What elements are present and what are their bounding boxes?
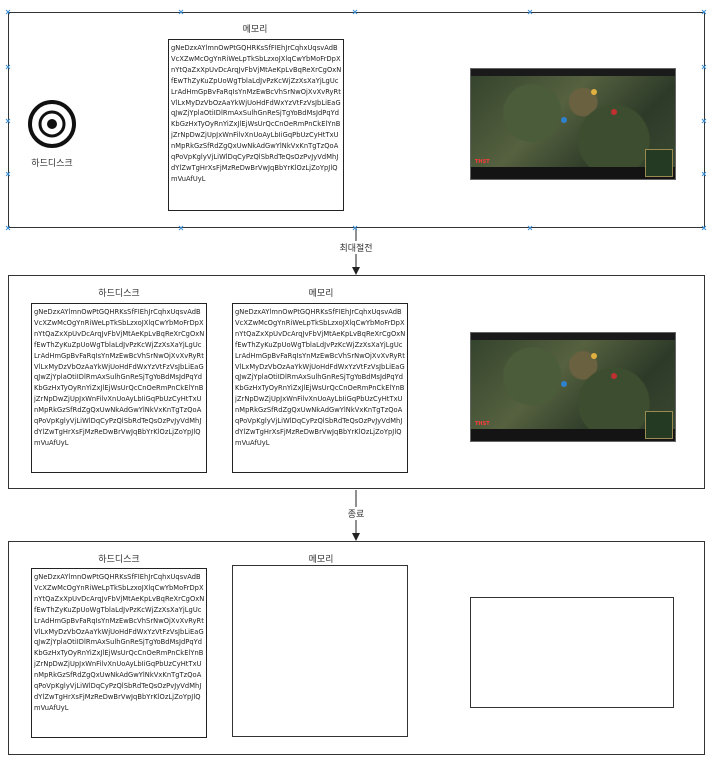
memory-box-bot-empty: [232, 565, 408, 737]
memory-box-top: gNeDzxAYlmnOwPtGQHRKsSfFIEhJrCqhxUqsvAdB…: [168, 39, 344, 211]
memory-label-mid: 메모리: [308, 289, 334, 299]
hdd-label-top: 하드디스크: [31, 159, 73, 169]
memory-label-top: 메모리: [242, 25, 268, 35]
memory-label-bot: 메모리: [308, 555, 334, 565]
hibernate-label: 최대절전: [334, 241, 378, 254]
game-screenshot-top: THST: [470, 68, 676, 180]
screenshot-tag: THST: [475, 159, 490, 165]
hdd-box-mid: gNeDzxAYlmnOwPtGQHRKsSfFIEhJrCqhxUqsvAdB…: [31, 303, 207, 473]
shutdown-label: 종료: [340, 507, 372, 520]
hdd-box-bot: gNeDzxAYlmnOwPtGQHRKsSfFIEhJrCqhxUqsvAdB…: [31, 568, 207, 738]
screenshot-tag: THST: [475, 421, 490, 427]
hdd-label-bot: 하드디스크: [98, 555, 140, 565]
screenshot-placeholder-empty: [470, 597, 674, 708]
game-screenshot-mid: THST: [470, 332, 676, 442]
hard-disk-icon: [28, 100, 76, 148]
hdd-label-mid: 하드디스크: [98, 289, 140, 299]
memory-box-mid: gNeDzxAYlmnOwPtGQHRKsSfFIEhJrCqhxUqsvAdB…: [232, 303, 408, 473]
